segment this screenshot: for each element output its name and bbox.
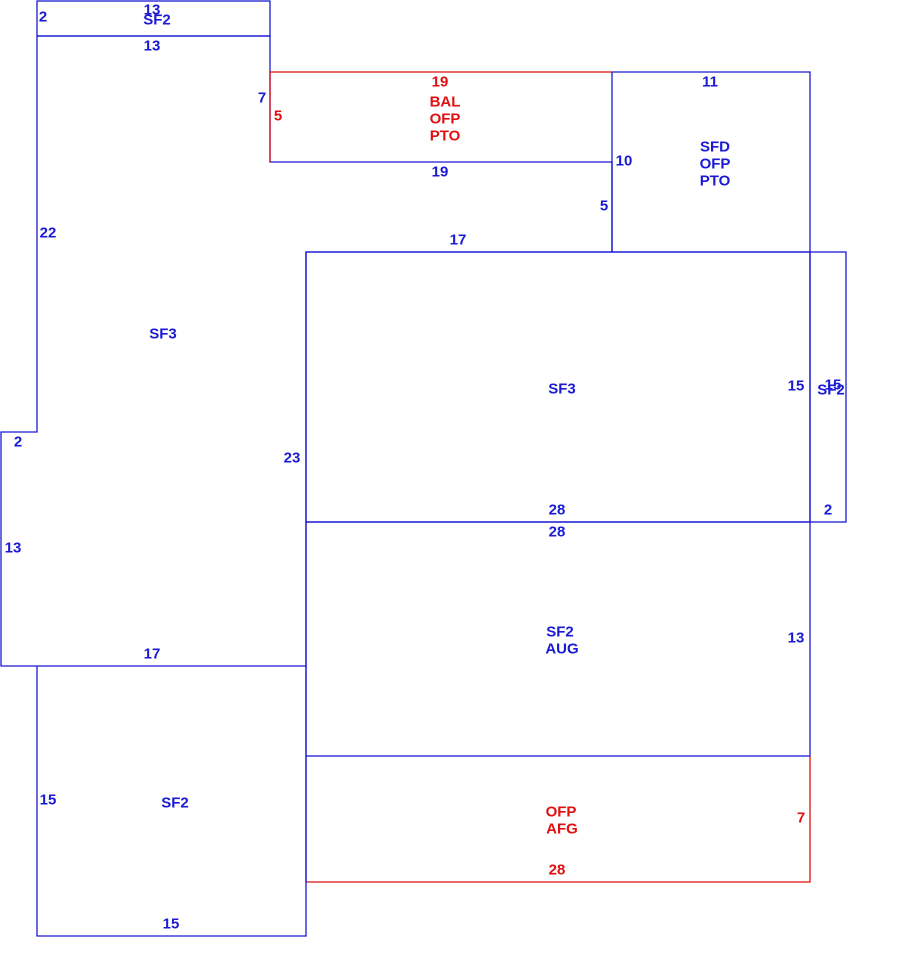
bal-label-line1: BAL: [430, 94, 461, 111]
sf3-center-dim-top: 17: [450, 232, 467, 249]
bal-label-line3: PTO: [430, 128, 461, 145]
sf2-aug-label-line1: SF2: [546, 624, 574, 641]
sf3-left-label: SF3: [149, 326, 177, 343]
bal-outline-red: [269, 71, 612, 162]
sf3-center-dim-bottom: 28: [549, 502, 566, 519]
sf2-aug-outline: [305, 521, 811, 757]
ofp-afg-label-line1: OFP: [546, 804, 577, 821]
sfd-label-line1: SFD: [700, 139, 730, 156]
sf3-left-dim-left: 22: [40, 225, 57, 242]
ofp-afg-dim-right: 7: [797, 810, 805, 827]
sf2-aug-dim-right: 13: [788, 630, 805, 647]
sf3-left-dim-upper-right: 7: [258, 90, 266, 107]
sf2-bottom-dim-bottom: 15: [163, 916, 180, 933]
sf3-center-dim-right: 15: [788, 378, 805, 395]
bal-dim-left: 5: [274, 108, 282, 125]
sf2-bottom-dim-left: 15: [40, 792, 57, 809]
sf3-left-dim-right: 23: [284, 450, 301, 467]
sf2-aug-dim-top: 28: [549, 524, 566, 541]
sf2-bottom-outline: [36, 666, 307, 937]
bal-dim-top: 19: [432, 74, 449, 91]
sfd-label-line2: OFP: [700, 156, 731, 173]
sf2-right-dim-bottom: 2: [824, 502, 832, 519]
sf3-left-dim-lower-left: 13: [5, 540, 22, 557]
ofp-afg-label-line2: AFG: [546, 821, 578, 838]
top-sf2-dim-bottom: 13: [144, 38, 161, 55]
top-sf2-dim-top: 13: [144, 2, 161, 19]
top-sf2-label: SF2: [143, 12, 171, 29]
sfd-dim-left: 10: [616, 153, 633, 170]
bal-label-line2: OFP: [430, 111, 461, 128]
top-sf2-dim-left: 2: [39, 9, 47, 26]
sf3-left-dim-bottom: 17: [144, 646, 161, 663]
sf2-aug-label-line2: AUG: [545, 641, 578, 658]
bal-dim-bottom: 19: [432, 164, 449, 181]
ofp-afg-outline-red: [306, 756, 811, 883]
sfd-dim-top: 11: [702, 74, 718, 91]
sf3-center-label: SF3: [548, 381, 576, 398]
sfd-label-line3: PTO: [700, 173, 731, 190]
sf2-right-dim-right: 15: [825, 377, 842, 394]
ofp-afg-dim-bottom: 28: [549, 862, 566, 879]
sf2-right-outline: [809, 251, 847, 523]
sf2-bottom-label: SF2: [161, 795, 189, 812]
sfd-dim-lower: 5: [600, 198, 608, 215]
sf3-left-dim-step: 2: [14, 434, 22, 451]
sf2-right-label: SF2: [817, 382, 845, 399]
